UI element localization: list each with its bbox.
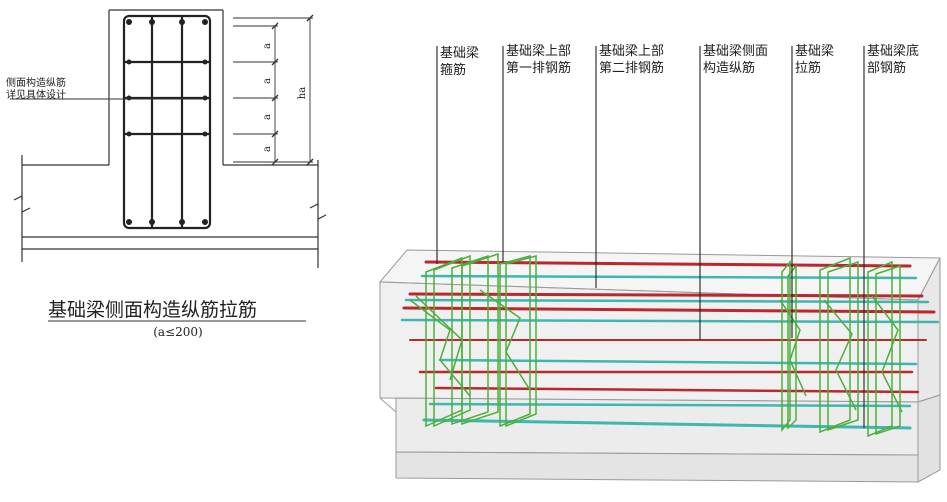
callout-side-bars-line1: 基础梁侧面 (703, 44, 768, 59)
side-bar-note-line1: 侧面构造纵筋 (6, 76, 66, 89)
side-bar-a (420, 274, 918, 280)
spacing-label-3: a (262, 114, 273, 120)
dimension-ticks (271, 14, 314, 166)
callout-bottom-line1: 基础梁底 (867, 43, 919, 59)
callout-leaders (436, 46, 865, 428)
stirrup-cage (122, 14, 212, 230)
longitudinal-bars (126, 19, 208, 225)
spacing-label-1: a (262, 43, 273, 49)
callout-top-row2-line2: 第二排钢筋 (599, 60, 664, 76)
callout-top-row1-line2: 第一排钢筋 (506, 60, 571, 76)
callout-bottom-line2: 部钢筋 (867, 60, 906, 76)
beam-3d-model: 基础梁 箍筋 基础梁上部 第一排钢筋 基础梁上部 第二排钢筋 基础梁侧面 构造纵… (378, 43, 941, 483)
side-bar-c (400, 318, 940, 324)
stirrups-right-group (779, 256, 903, 438)
callout-top-row1-line1: 基础梁上部 (506, 44, 571, 59)
stirrups-left-group (409, 252, 537, 428)
callout-side-bars-line2: 构造纵筋 (703, 60, 755, 76)
side-bar-note-line2: 详见具体设计 (6, 88, 66, 101)
section-title: 基础梁侧面构造纵筋拉筋 (48, 299, 257, 321)
top-bar-2 (408, 292, 924, 298)
section-detail: 侧面构造纵筋 详见具体设计 a a a a h (6, 9, 327, 339)
callout-stirrup-line1: 基础梁 (440, 46, 479, 61)
spacing-label-4: a (262, 146, 273, 152)
top-bar-3 (402, 306, 936, 314)
height-label: ha (297, 87, 308, 99)
spacing-labels: a a a a ha (262, 43, 308, 152)
beam-section-outline (13, 9, 327, 268)
callout-labels: 基础梁 箍筋 基础梁上部 第一排钢筋 基础梁上部 第二排钢筋 基础梁侧面 构造纵… (440, 43, 919, 78)
callout-ties-line1: 基础梁 (795, 44, 834, 59)
side-bar-d (438, 358, 918, 366)
spacing-label-2: a (262, 78, 273, 84)
side-bar-b (404, 298, 930, 304)
callout-stirrup-line2: 箍筋 (440, 62, 466, 78)
side-bar-e (428, 402, 912, 408)
concrete-body (378, 249, 941, 483)
side-bar-f (422, 418, 912, 430)
bottom-bar-2 (434, 386, 920, 394)
longitudinal-rebars (400, 260, 940, 430)
callout-top-row2-line1: 基础梁上部 (599, 44, 664, 59)
callout-ties-line2: 拉筋 (795, 60, 821, 76)
spacing-dimensions (233, 17, 313, 163)
section-subtitle: (a≤200) (153, 325, 202, 339)
